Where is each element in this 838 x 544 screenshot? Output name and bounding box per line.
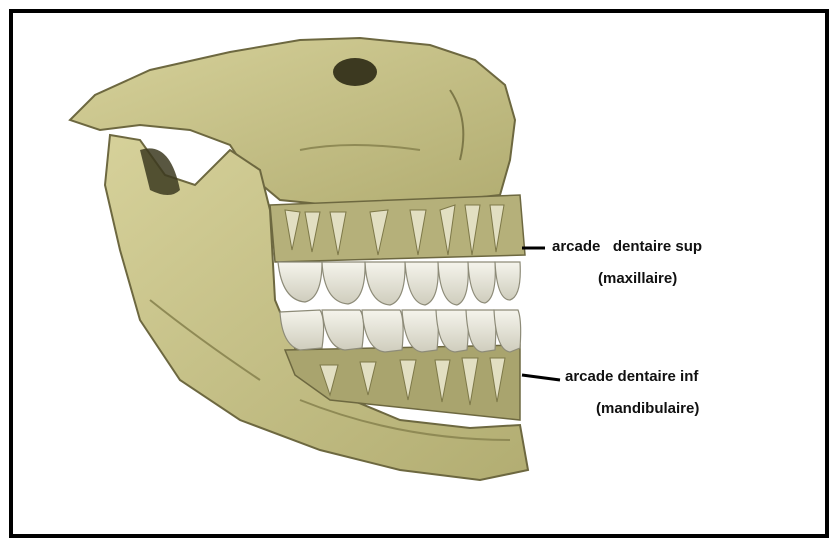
upper-arch-label: arcade dentaire sup <box>552 238 702 256</box>
upper-teeth <box>278 262 520 305</box>
lower-teeth <box>280 310 521 352</box>
lower-arch-sublabel: (mandibulaire) <box>596 400 699 418</box>
upper-arch-sublabel: (maxillaire) <box>598 270 677 288</box>
lower-arch-label: arcade dentaire inf <box>565 368 698 386</box>
lower-arch-leader <box>522 375 560 380</box>
